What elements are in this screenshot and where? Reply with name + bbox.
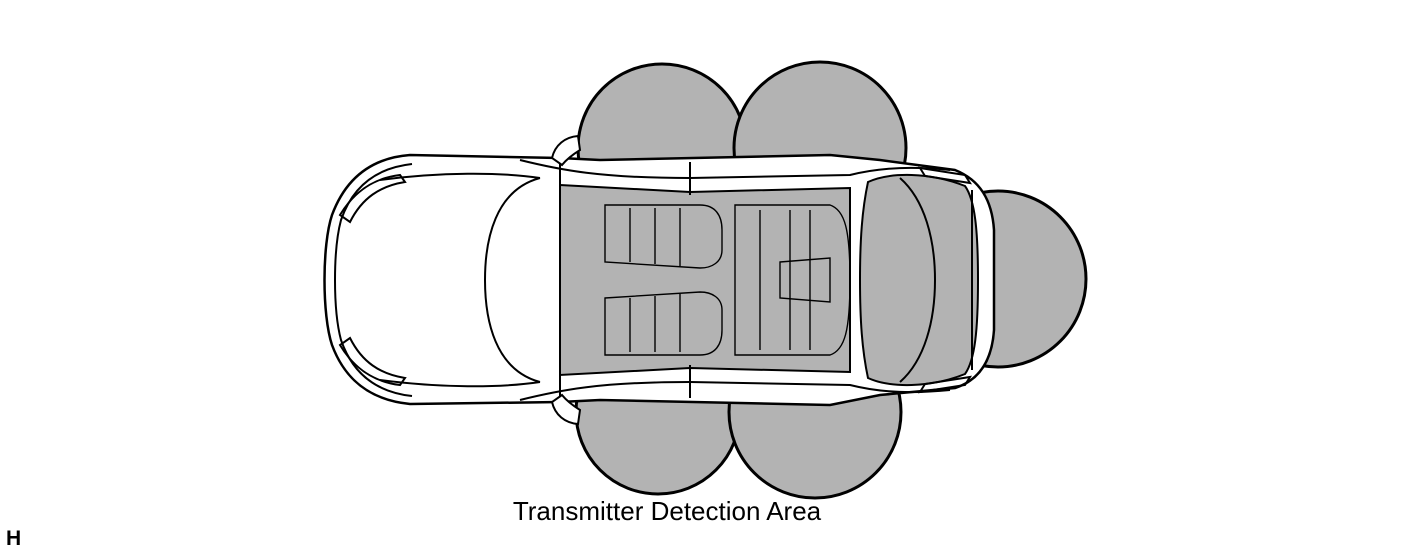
front-seat-left <box>604 204 723 269</box>
seats <box>604 204 851 356</box>
rear-light-left <box>917 166 973 185</box>
windshield <box>483 177 541 383</box>
headlight-right <box>338 336 407 387</box>
rear-window <box>899 177 937 383</box>
corner-label: H <box>6 527 22 550</box>
car-top-view <box>323 134 996 426</box>
trunk-zone <box>858 173 980 387</box>
cabin-zone <box>559 183 851 377</box>
diagram-caption: Transmitter Detection Area <box>512 496 822 526</box>
headlight-left <box>338 173 407 224</box>
rear-bench <box>734 204 851 356</box>
mirror-left <box>550 134 582 167</box>
rear-light-right <box>917 375 973 394</box>
front-bumper-line <box>334 163 413 397</box>
mirror-right <box>550 393 582 426</box>
front-seat-right <box>604 291 723 356</box>
